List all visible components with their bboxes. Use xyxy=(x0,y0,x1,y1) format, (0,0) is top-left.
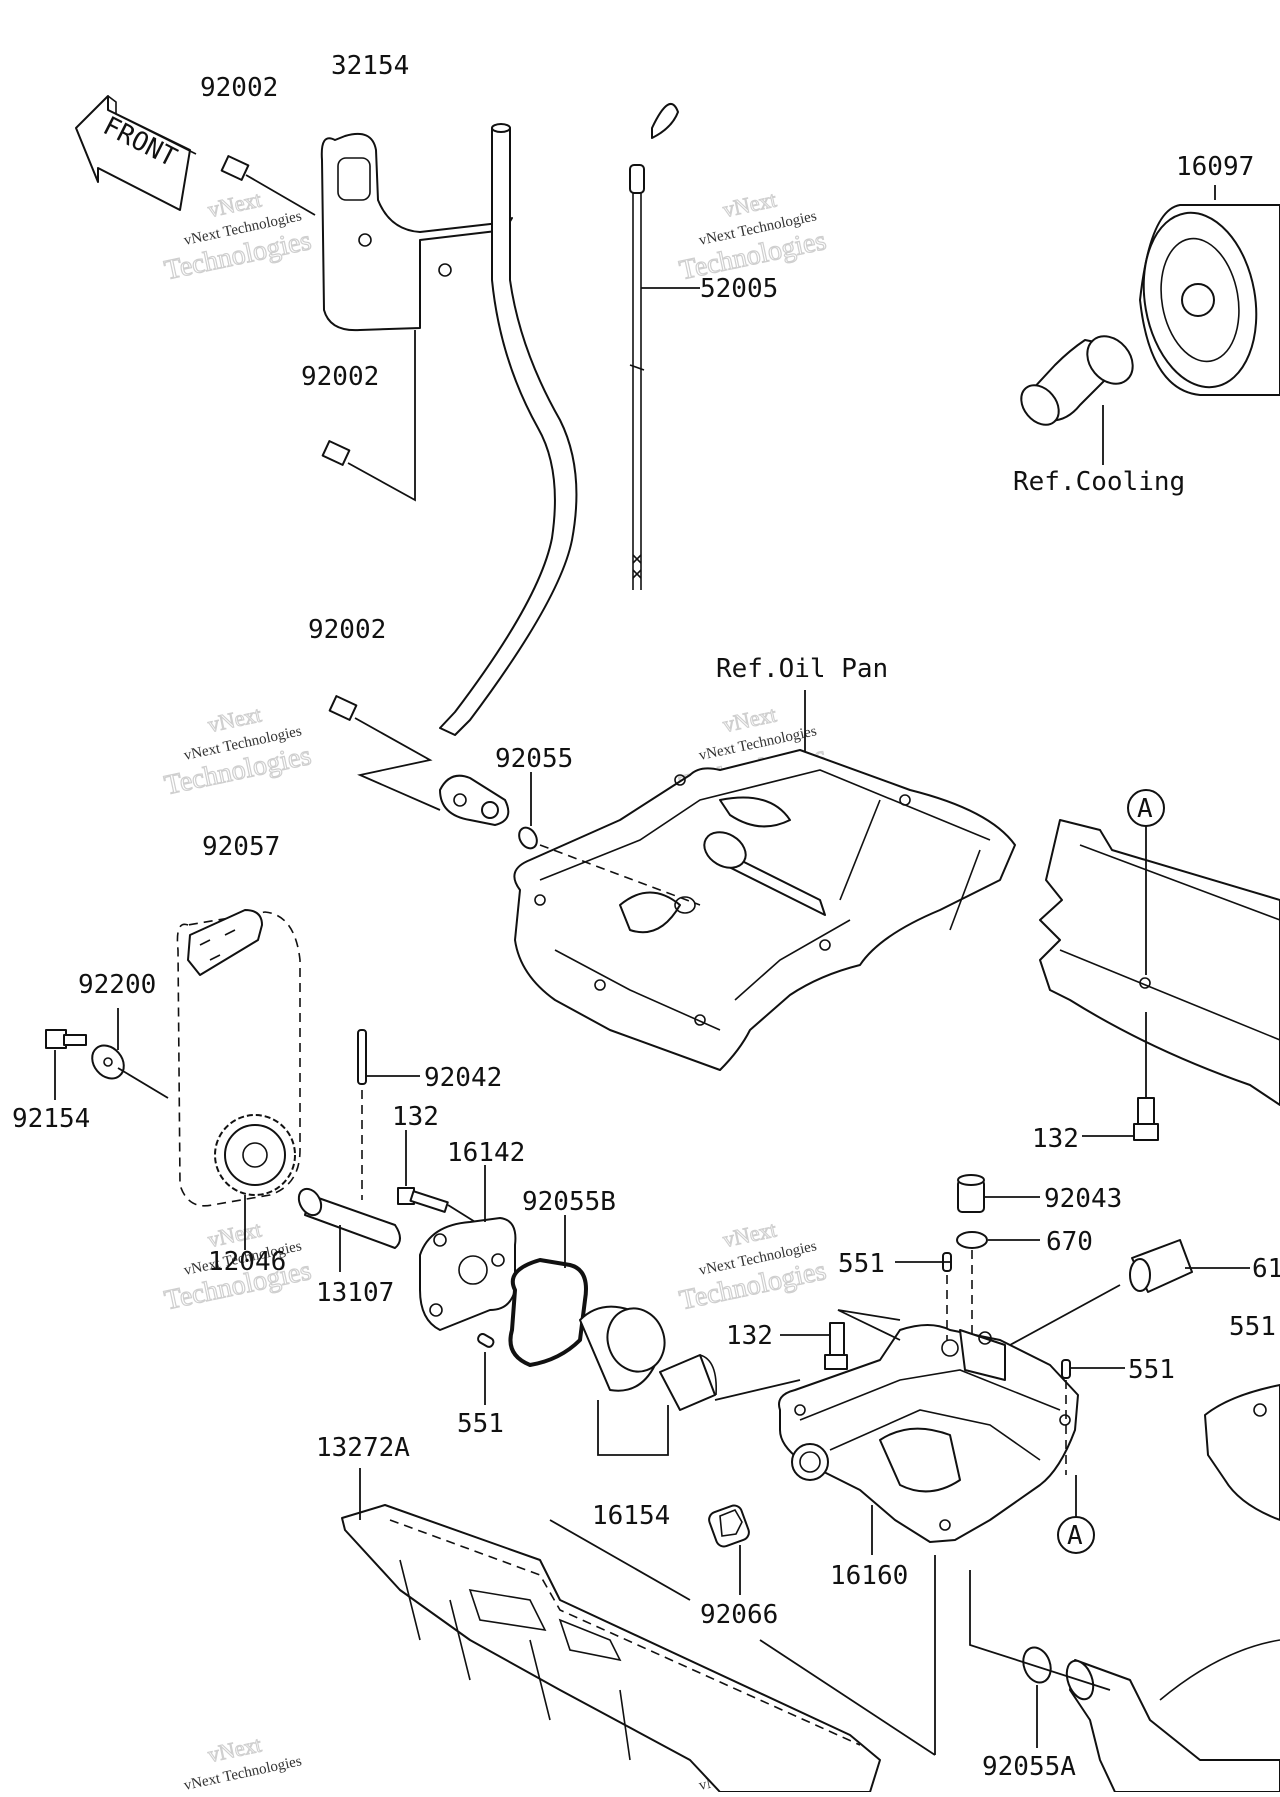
pump-body-16160 xyxy=(778,1324,1079,1555)
label-92055: 92055 xyxy=(495,744,573,774)
label-92154: 92154 xyxy=(12,1104,90,1134)
label-551-right-partial: 551 xyxy=(1229,1312,1276,1342)
label-16160: 16160 xyxy=(830,1561,908,1591)
label-16097: 16097 xyxy=(1176,152,1254,182)
sprocket-12046 xyxy=(214,1114,296,1250)
dipstick-52005 xyxy=(629,102,700,590)
label-132-body: 132 xyxy=(726,1321,773,1351)
label-ref-cooling: Ref.Cooling xyxy=(1013,467,1185,497)
svg-text:vNext: vNext xyxy=(206,187,264,223)
watermark: vNext vNext Technologies Technologies xyxy=(676,1216,829,1317)
o-ring-92055 xyxy=(518,772,701,906)
leader-line xyxy=(714,1379,801,1401)
label-92043: 92043 xyxy=(1044,1184,1122,1214)
label-92200: 92200 xyxy=(78,970,156,1000)
label-52005: 52005 xyxy=(700,274,778,304)
bolt-132-body xyxy=(780,1309,901,1370)
fitting-ref-cooling xyxy=(1020,335,1134,465)
svg-text:vNext: vNext xyxy=(721,702,779,738)
svg-text:A: A xyxy=(1067,1521,1083,1551)
bolt-92154 xyxy=(45,1029,87,1100)
strainer-pickup xyxy=(969,1570,1280,1793)
label-61-partial: 61 xyxy=(1252,1254,1280,1284)
cap-92043 xyxy=(957,1174,1040,1213)
watermark: vNext vNext Technologies xyxy=(183,1731,304,1794)
chain-92057 xyxy=(176,909,301,1207)
label-13272A: 13272A xyxy=(316,1433,410,1463)
label-92042: 92042 xyxy=(424,1063,502,1093)
oil-pan-ref xyxy=(513,690,1016,1071)
pump-housing-16142 xyxy=(419,1165,517,1331)
svg-text:vNext: vNext xyxy=(721,1217,779,1253)
label-ref-oil-pan: Ref.Oil Pan xyxy=(716,654,888,684)
callout-a-top: A xyxy=(1127,789,1165,975)
label-551-a: 551 xyxy=(838,1249,885,1279)
label-132-right: 132 xyxy=(1032,1124,1079,1154)
label-670: 670 xyxy=(1046,1227,1093,1257)
label-16142: 16142 xyxy=(447,1138,525,1168)
shaft-13107 xyxy=(297,1187,401,1272)
plug-92066 xyxy=(708,1504,750,1595)
watermark: vNext vNext Technologies Technologies xyxy=(676,186,829,287)
svg-text:vNext: vNext xyxy=(206,1732,264,1768)
bolt-92002-low xyxy=(328,695,441,811)
label-13107: 13107 xyxy=(316,1278,394,1308)
label-92057: 92057 xyxy=(202,832,280,862)
label-92002-top: 92002 xyxy=(200,73,278,103)
label-92055B: 92055B xyxy=(522,1187,616,1217)
front-arrow: FRONT xyxy=(75,95,197,211)
label-92002-mid: 92002 xyxy=(301,362,379,392)
label-12046: 12046 xyxy=(208,1247,286,1277)
part-labels: 92002 32154 92002 92002 52005 16097 Ref.… xyxy=(12,51,1280,1782)
label-132-pump: 132 xyxy=(392,1102,439,1132)
bolt-132-pump xyxy=(397,1130,481,1226)
label-92002-low: 92002 xyxy=(308,615,386,645)
bolt-92002-mid xyxy=(321,330,416,502)
dowel-551-pump xyxy=(477,1333,495,1405)
dowel-551-a xyxy=(895,1252,952,1340)
o-ring-670 xyxy=(956,1231,1040,1340)
dowel-551-b xyxy=(1061,1359,1125,1475)
bolt-92002-top xyxy=(220,155,316,216)
gasket-92055B xyxy=(508,1215,588,1367)
bolt-132-right xyxy=(1082,1012,1159,1141)
dipstick-tube xyxy=(439,123,578,826)
svg-text:vNext: vNext xyxy=(206,702,264,738)
washer-92200 xyxy=(91,1008,169,1099)
right-edge-part xyxy=(1204,1384,1280,1521)
svg-text:vNext: vNext xyxy=(721,187,779,223)
bracket-32154 xyxy=(320,132,513,332)
o-ring-92055A xyxy=(1022,1646,1052,1748)
pin-92042 xyxy=(357,1029,420,1200)
callout-a-bottom: A xyxy=(1057,1475,1095,1554)
label-16154: 16154 xyxy=(592,1501,670,1531)
label-32154: 32154 xyxy=(331,51,409,81)
label-92066: 92066 xyxy=(700,1600,778,1630)
gasket-plate-right xyxy=(1039,819,1280,1106)
watermark: vNext vNext Technologies Technologies xyxy=(161,701,314,802)
svg-text:A: A xyxy=(1137,794,1153,824)
oil-filter-16097 xyxy=(1139,185,1280,396)
fitting-right xyxy=(1009,1239,1250,1346)
label-551-pump: 551 xyxy=(457,1409,504,1439)
label-551-b: 551 xyxy=(1128,1355,1175,1385)
rotor-16154 xyxy=(579,1305,717,1456)
label-92055A: 92055A xyxy=(982,1752,1076,1782)
